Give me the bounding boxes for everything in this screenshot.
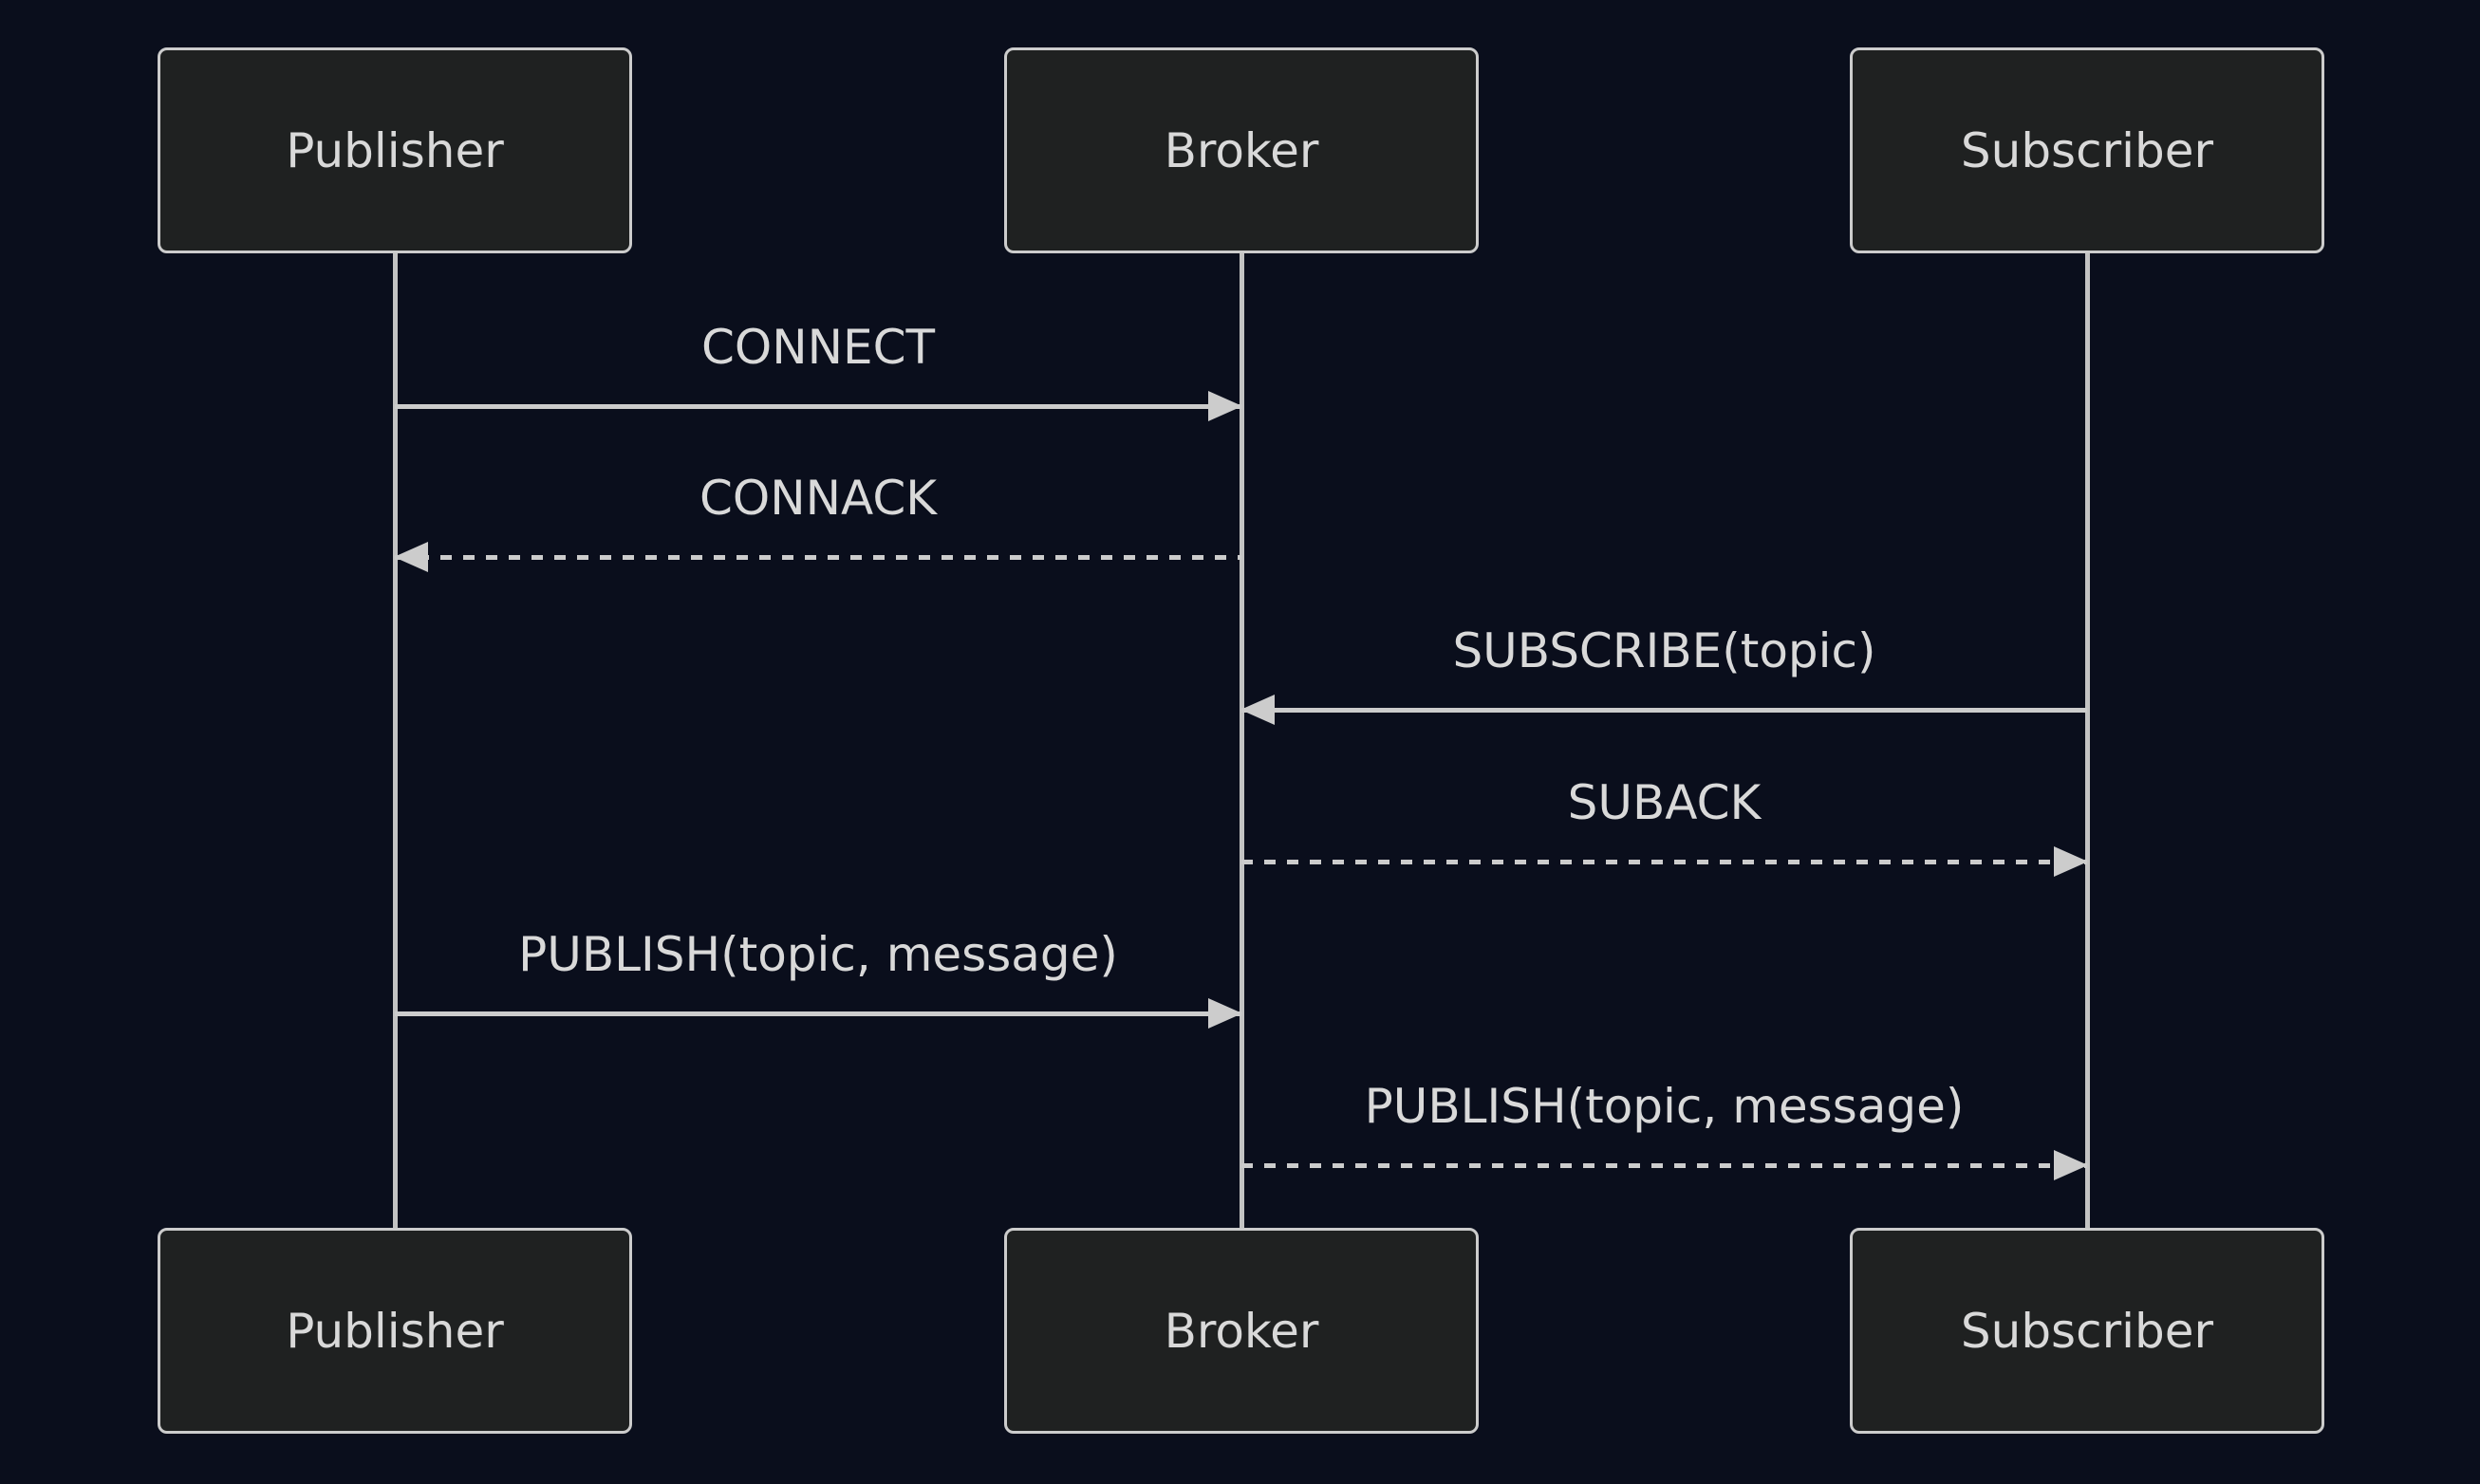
broker-lifeline [1240,253,1244,1229]
message-suback-line [1241,860,2087,864]
actor-box-publisher-top: Publisher [158,47,632,253]
actor-label-broker: Broker [1164,122,1319,178]
arrowhead-left-icon [1240,695,1275,725]
message-publish-to-subscriber-label: PUBLISH(topic, message) [1364,1079,1965,1134]
arrowhead-right-icon [2054,846,2088,877]
message-subscribe-line [1241,708,2087,713]
arrowhead-right-icon [2054,1150,2088,1180]
message-suback-label: SUBACK [1567,775,1762,830]
message-suback: SUBACK [1241,775,2088,877]
actor-box-broker-top: Broker [1004,47,1479,253]
subscriber-lifeline [2085,253,2090,1229]
message-publish-to-broker-line [395,1011,1241,1016]
actor-box-subscriber-top: Subscriber [1850,47,2324,253]
publisher-lifeline [393,253,398,1229]
actor-label-publisher: Publisher [286,122,504,178]
message-connack: CONNACK [394,471,1241,572]
actor-label-subscriber: Subscriber [1960,122,2214,178]
message-subscribe-label: SUBSCRIBE(topic) [1452,623,1876,678]
actor-box-subscriber-bottom: Subscriber [1850,1228,2324,1434]
arrowhead-right-icon [1208,391,1242,421]
message-publish-to-subscriber: PUBLISH(topic, message) [1241,1079,2088,1180]
message-connack-line [395,555,1241,560]
message-publish-to-subscriber-line [1241,1163,2087,1168]
actor-label-subscriber: Subscriber [1960,1303,2214,1359]
message-subscribe: SUBSCRIBE(topic) [1240,623,2087,725]
message-connack-label: CONNACK [699,471,938,526]
actor-label-publisher: Publisher [286,1303,504,1359]
message-publish-to-broker: PUBLISH(topic, message) [395,927,1242,1029]
actor-label-broker: Broker [1164,1303,1319,1359]
actor-box-publisher-bottom: Publisher [158,1228,632,1434]
message-connect: CONNECT [395,320,1242,421]
arrowhead-right-icon [1208,998,1242,1029]
message-publish-to-broker-label: PUBLISH(topic, message) [518,927,1118,982]
actor-box-broker-bottom: Broker [1004,1228,1479,1434]
message-connect-line [395,404,1241,409]
arrowhead-left-icon [394,542,428,572]
message-connect-label: CONNECT [700,320,936,375]
